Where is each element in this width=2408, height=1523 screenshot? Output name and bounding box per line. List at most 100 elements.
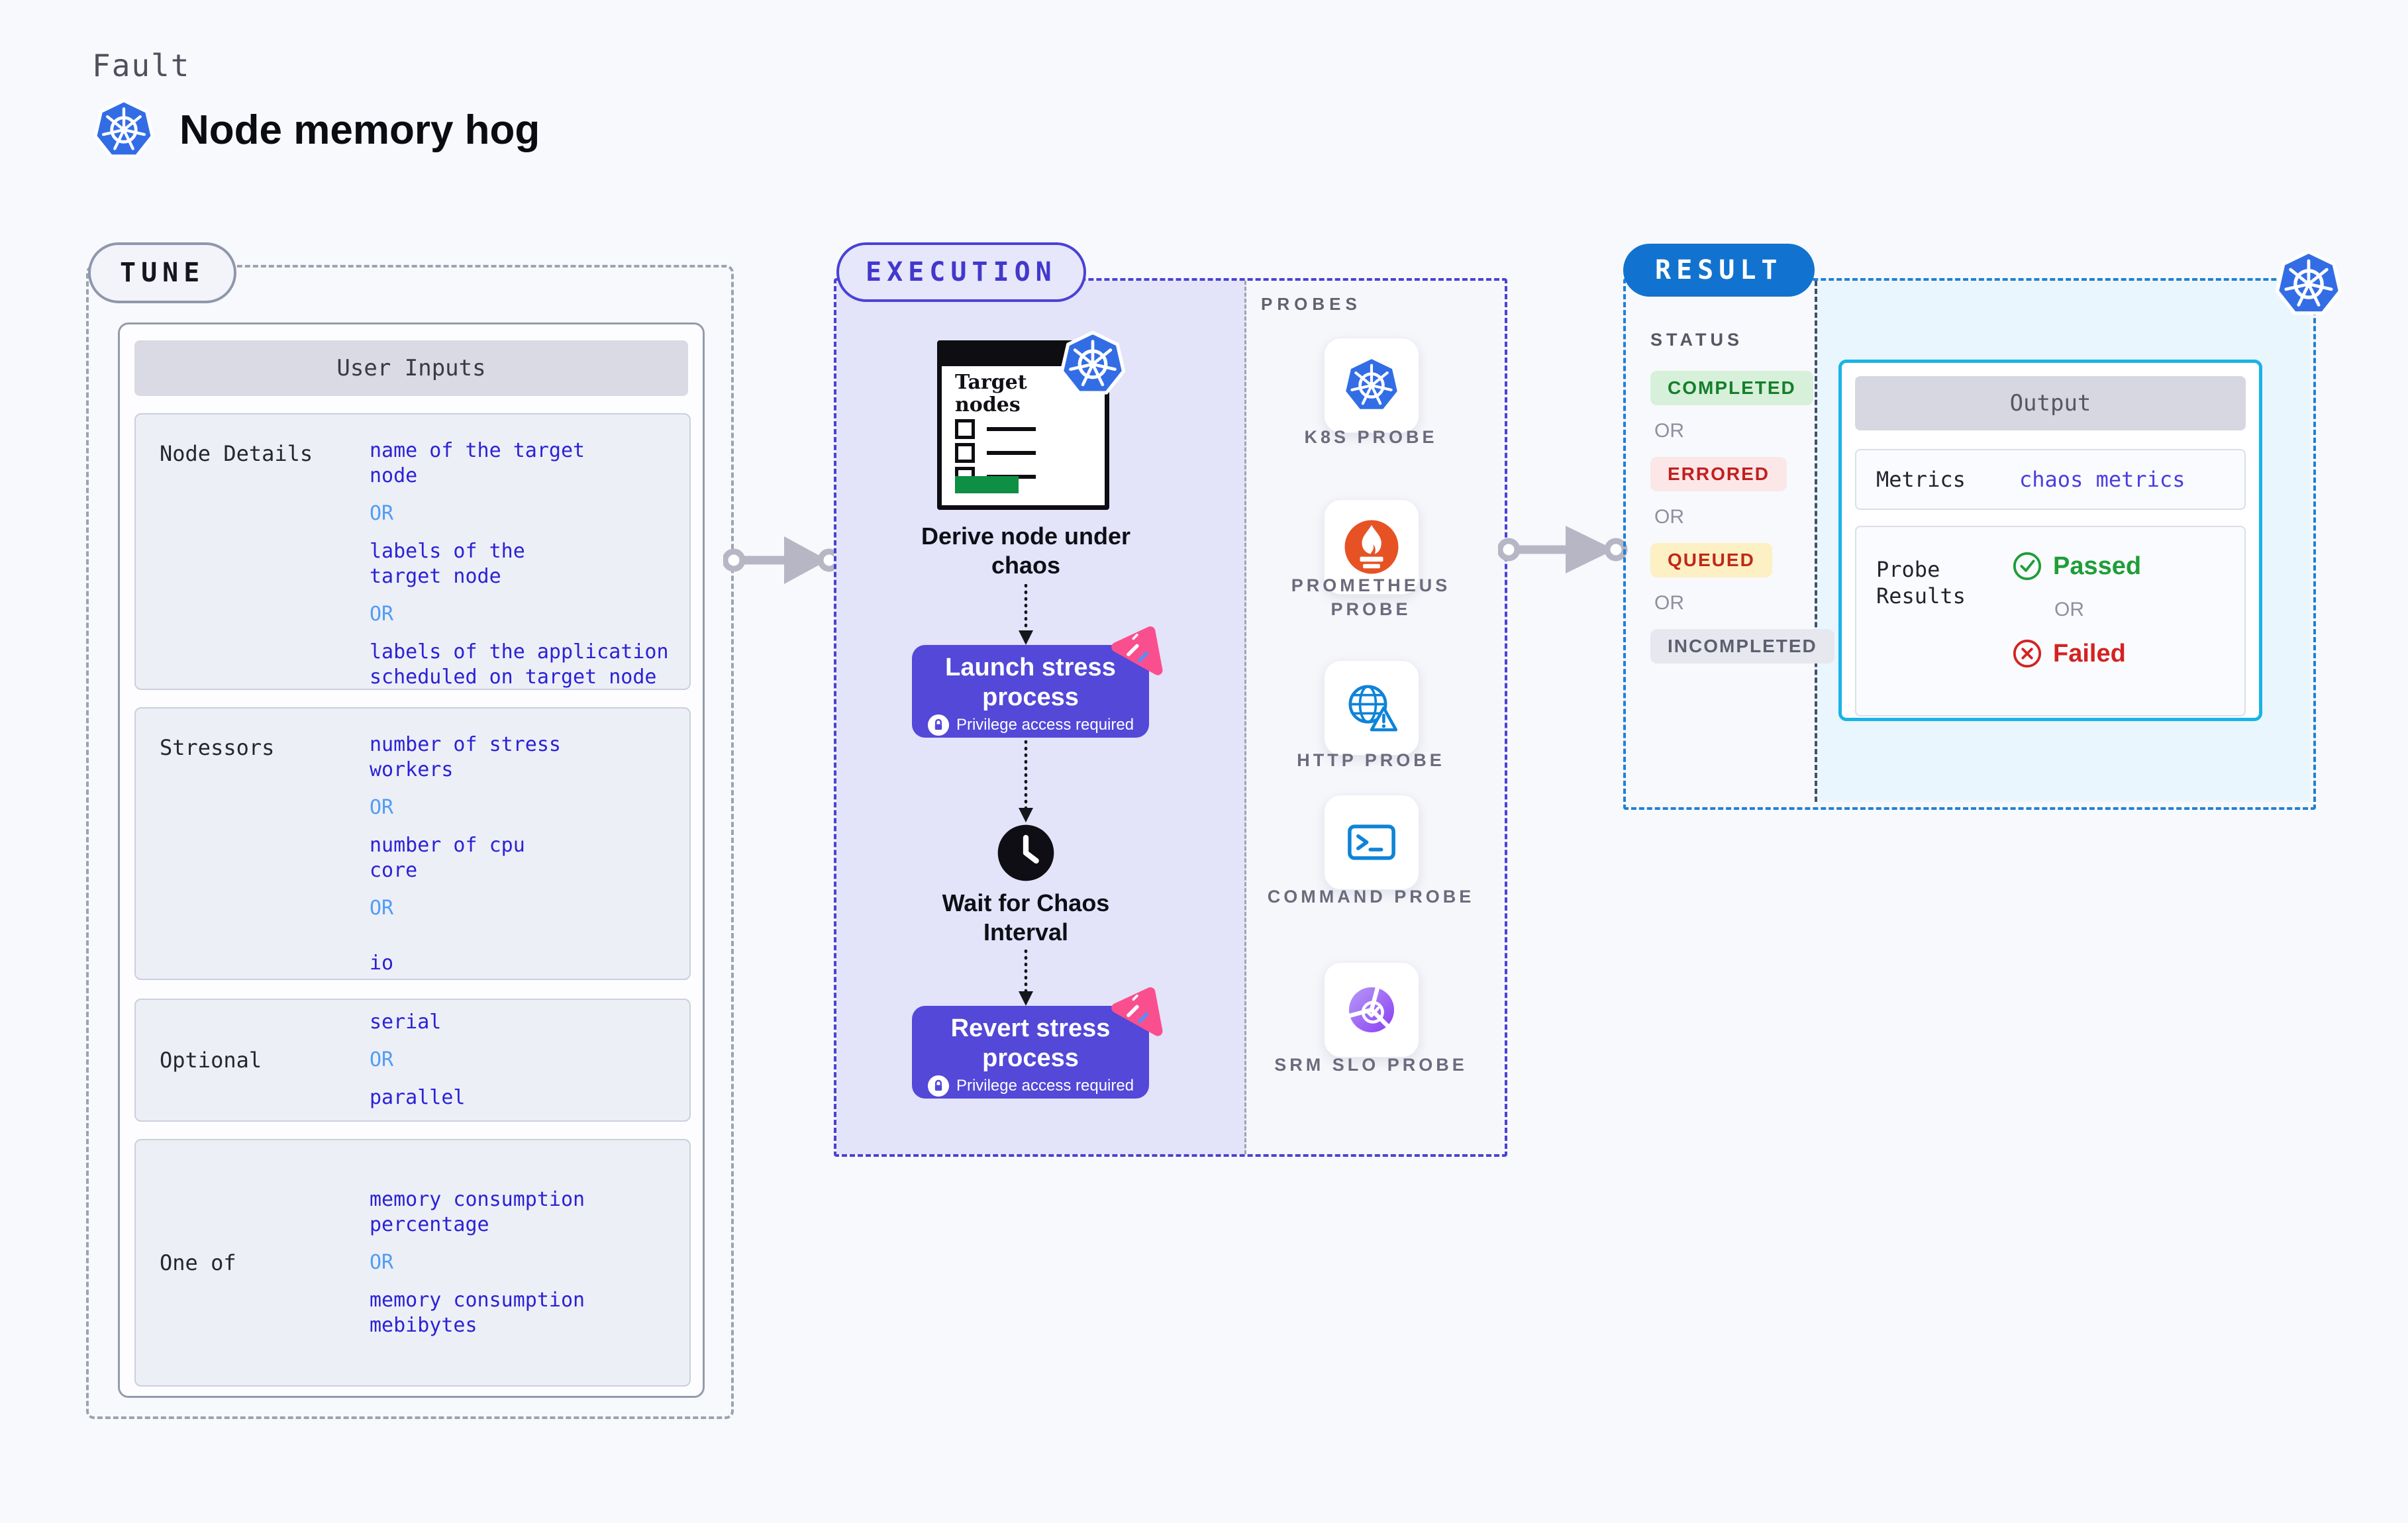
clock-icon <box>997 824 1054 881</box>
probe-label: SRM SLO PROBE <box>1274 1055 1468 1075</box>
or-separator: OR <box>370 603 394 626</box>
probe-label: HTTP PROBE <box>1297 750 1445 770</box>
or-separator: OR <box>370 1048 394 1071</box>
flow-connector-arrow <box>1019 740 1033 822</box>
row-stressors: Stressors number of stress workers OR nu… <box>134 707 691 980</box>
value: io <box>370 952 394 975</box>
probe-results-values: Passed OR Failed <box>2012 551 2141 669</box>
chaos-spark-icon <box>1111 626 1163 675</box>
or-separator: OR <box>370 502 394 525</box>
probe-label: COMMAND PROBE <box>1267 887 1475 907</box>
target-nodes-clipboard: Target nodes <box>937 340 1109 510</box>
page-title: Node memory hog <box>179 107 540 153</box>
check-circle-icon <box>2013 552 2042 581</box>
probe-results-label: Probe Results <box>1876 557 1966 609</box>
row-optional: Optional serial OR parallel <box>134 999 691 1122</box>
privilege-note-text: Privilege access required <box>956 716 1134 734</box>
arrow-tune-to-execution <box>723 536 840 584</box>
flow-connector-arrow <box>1019 584 1033 645</box>
status-badge-errored: ERRORED <box>1650 457 1787 491</box>
row-values: number of stress workers OR number of cp… <box>370 709 683 979</box>
wait-interval-label: Wait for Chaos Interval <box>942 889 1110 946</box>
chaos-spark-icon <box>1111 987 1163 1036</box>
x-circle-icon <box>2013 639 2042 668</box>
slo-pie-check-icon <box>1347 985 1395 1033</box>
metrics-row: Metrics chaos metrics <box>1855 449 2246 510</box>
probe-results-row: Probe Results Passed OR Failed <box>1855 526 2246 716</box>
metrics-label: Metrics <box>1876 467 1966 492</box>
value: memory consumption percentage <box>370 1188 585 1236</box>
row-values: serial OR parallel <box>370 1000 683 1120</box>
or-separator: OR <box>370 1251 394 1274</box>
status-badge-completed: COMPLETED <box>1650 371 1813 405</box>
row-values: name of the target node OR labels of the… <box>370 415 683 689</box>
probe-card-prometheus <box>1324 499 1419 595</box>
flow-connector-arrow <box>1019 950 1033 1006</box>
probe-card-command <box>1324 795 1419 890</box>
value: parallel <box>370 1086 466 1109</box>
fault-title-row: Node memory hog <box>92 98 540 162</box>
user-inputs-title: User Inputs <box>134 340 688 396</box>
checklist-item <box>955 419 1036 439</box>
privilege-note: Privilege access required <box>912 714 1149 736</box>
probes-label: PROBES <box>1261 294 1362 314</box>
output-card: Output Metrics chaos metrics Probe Resul… <box>1838 360 2262 721</box>
row-label: Node Details <box>160 441 313 466</box>
terminal-icon <box>1348 824 1395 860</box>
or-separator: OR <box>1654 420 1684 442</box>
or-separator: OR <box>1654 592 1684 614</box>
row-label: One of <box>160 1250 236 1275</box>
output-title: Output <box>1855 376 2246 430</box>
value: number of cpu core <box>370 834 525 882</box>
status-label: STATUS <box>1650 330 1743 350</box>
row-label: Optional <box>160 1048 262 1073</box>
status-badge-queued: QUEUED <box>1650 543 1772 577</box>
prometheus-icon <box>1344 520 1399 574</box>
step-title: Revert stress process <box>950 1014 1111 1072</box>
step-title: Launch stress process <box>945 654 1116 711</box>
or-separator: OR <box>370 796 394 819</box>
lock-icon <box>927 1075 949 1097</box>
row-node-details: Node Details name of the target node OR … <box>134 413 691 690</box>
value: memory consumption mebibytes <box>370 1289 585 1337</box>
value: labels of the target node <box>370 540 525 588</box>
arrow-execution-to-result <box>1498 526 1628 573</box>
row-label: Stressors <box>160 735 275 760</box>
value: number of stress workers <box>370 733 561 781</box>
metrics-value: chaos metrics <box>2019 467 2185 492</box>
user-inputs-card: User Inputs Node Details name of the tar… <box>118 322 705 1398</box>
result-panel <box>1623 278 2316 810</box>
row-values: memory consumption percentage OR memory … <box>370 1140 683 1385</box>
kubernetes-icon <box>2274 249 2344 319</box>
status-list: COMPLETED OR ERRORED OR QUEUED OR INCOMP… <box>1650 371 1834 663</box>
kubernetes-icon <box>92 98 156 162</box>
failed-text: Failed <box>2053 639 2126 667</box>
value: name of the target node <box>370 439 585 487</box>
tune-panel <box>86 265 734 1419</box>
status-badge-incompleted: INCOMPLETED <box>1650 629 1834 663</box>
globe-alert-icon <box>1348 685 1398 732</box>
probe-card-k8s <box>1324 338 1419 433</box>
execution-badge: EXECUTION <box>836 242 1086 302</box>
checklist-item <box>955 443 1036 463</box>
probe-card-http <box>1324 660 1419 756</box>
probe-card-srm-slo <box>1324 962 1419 1057</box>
failed-line: Failed <box>2012 638 2141 669</box>
result-badge: RESULT <box>1623 244 1815 297</box>
lock-icon <box>927 714 949 736</box>
tune-badge: TUNE <box>88 242 237 303</box>
privilege-note-text: Privilege access required <box>956 1077 1134 1095</box>
probe-label: K8S PROBE <box>1304 427 1438 447</box>
passed-line: Passed <box>2012 551 2141 581</box>
or-separator: OR <box>370 897 394 920</box>
clipboard-green-bar <box>955 476 1019 493</box>
revert-stress-process-step: Revert stress process Privilege access r… <box>912 987 1163 1099</box>
fault-eyebrow: Fault <box>92 48 191 83</box>
kubernetes-icon <box>1058 330 1127 399</box>
or-separator: OR <box>2054 599 2084 620</box>
passed-text: Passed <box>2053 552 2142 580</box>
row-one-of: One of memory consumption percentage OR … <box>134 1139 691 1387</box>
or-separator: OR <box>1654 506 1684 528</box>
probe-label: PROMETHEUS PROBE <box>1291 575 1451 619</box>
